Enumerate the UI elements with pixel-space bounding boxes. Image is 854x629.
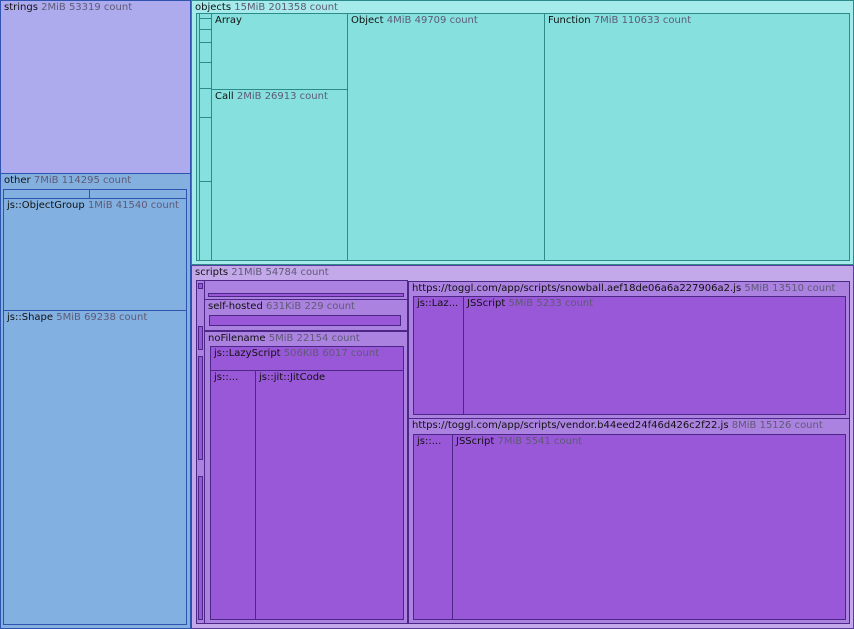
treemap-node-strings[interactable]: strings 2MiB 53319 count xyxy=(0,0,191,174)
treemap-node-call[interactable]: Call 2MiB 26913 count xyxy=(211,89,348,261)
treemap-node-vendor-jsscript[interactable]: JSScript 7MiB 5541 count xyxy=(452,434,846,620)
node-label: Call 2MiB 26913 count xyxy=(215,91,328,102)
treemap-node-small[interactable] xyxy=(204,280,408,300)
node-label: js::Shape 5MiB 69238 count xyxy=(7,312,148,323)
treemap-node-scripts[interactable]: scripts 21MiB 54784 count self-hosted 63… xyxy=(191,265,854,629)
treemap-node-small[interactable] xyxy=(198,326,203,350)
treemap-node-small[interactable] xyxy=(198,356,203,460)
node-label: JSScript 5MiB 5233 count xyxy=(467,298,594,309)
treemap-node-snowball-jsscript[interactable]: JSScript 5MiB 5233 count xyxy=(463,296,846,415)
node-label: js::... xyxy=(214,372,239,383)
treemap-node-objects[interactable]: objects 15MiB 201358 count Array Call 2M… xyxy=(191,0,854,265)
treemap-node-vendor-script[interactable]: https://toggl.com/app/scripts/vendor.b44… xyxy=(408,418,850,624)
node-label: js::ObjectGroup 1MiB 41540 count xyxy=(7,200,179,211)
node-label: Object 4MiB 49709 count xyxy=(351,15,478,26)
treemap-node-snowball-script[interactable]: https://toggl.com/app/scripts/snowball.a… xyxy=(408,281,850,419)
treemap-node-js-trunc[interactable]: js::... xyxy=(210,370,256,620)
node-label: js::LazyScript 506KiB 6017 count xyxy=(214,348,380,359)
node-label: https://toggl.com/app/scripts/vendor.b44… xyxy=(412,420,823,431)
node-label: js::jit::JitCode xyxy=(259,372,326,383)
treemap-node-object[interactable]: Object 4MiB 49709 count xyxy=(347,13,545,261)
node-label: other 7MiB 114295 count xyxy=(4,175,132,186)
node-label: Function 7MiB 110633 count xyxy=(548,15,692,26)
treemap-node-snowball-lazy[interactable]: js::Laz... xyxy=(413,296,464,415)
treemap-node-small[interactable] xyxy=(198,283,203,289)
treemap-node-small[interactable] xyxy=(208,293,404,297)
treemap-node-small[interactable] xyxy=(198,476,203,620)
treemap-node-jitcode[interactable]: js::jit::JitCode xyxy=(255,370,404,620)
treemap-node-small[interactable] xyxy=(209,315,401,326)
treemap-node-array[interactable]: Array xyxy=(211,13,348,90)
node-label: self-hosted 631KiB 229 count xyxy=(208,301,355,312)
node-label: Array xyxy=(215,15,242,26)
treemap-node-self-hosted[interactable]: self-hosted 631KiB 229 count xyxy=(204,299,408,331)
node-label: JSScript 7MiB 5541 count xyxy=(456,436,583,447)
treemap-node-vendor-js[interactable]: js::... xyxy=(413,434,453,620)
treemap-node-other[interactable]: other 7MiB 114295 count js::ObjectGroup … xyxy=(0,173,191,629)
node-label: js::Laz... xyxy=(417,298,459,309)
node-label: objects 15MiB 201358 count xyxy=(195,2,338,13)
treemap-node-shape[interactable]: js::Shape 5MiB 69238 count xyxy=(3,310,187,625)
treemap-node-function[interactable]: Function 7MiB 110633 count xyxy=(544,13,850,261)
node-label: scripts 21MiB 54784 count xyxy=(195,267,329,278)
treemap-node-lazyscript[interactable]: js::LazyScript 506KiB 6017 count xyxy=(210,346,404,371)
treemap-node-object-group[interactable]: js::ObjectGroup 1MiB 41540 count xyxy=(3,198,187,311)
treemap-node-nofilename[interactable]: noFilename 5MiB 22154 count js::LazyScri… xyxy=(204,331,408,624)
node-label: noFilename 5MiB 22154 count xyxy=(208,333,360,344)
node-label: strings 2MiB 53319 count xyxy=(4,2,133,13)
node-label: js::... xyxy=(417,436,442,447)
node-label: https://toggl.com/app/scripts/snowball.a… xyxy=(412,283,836,294)
